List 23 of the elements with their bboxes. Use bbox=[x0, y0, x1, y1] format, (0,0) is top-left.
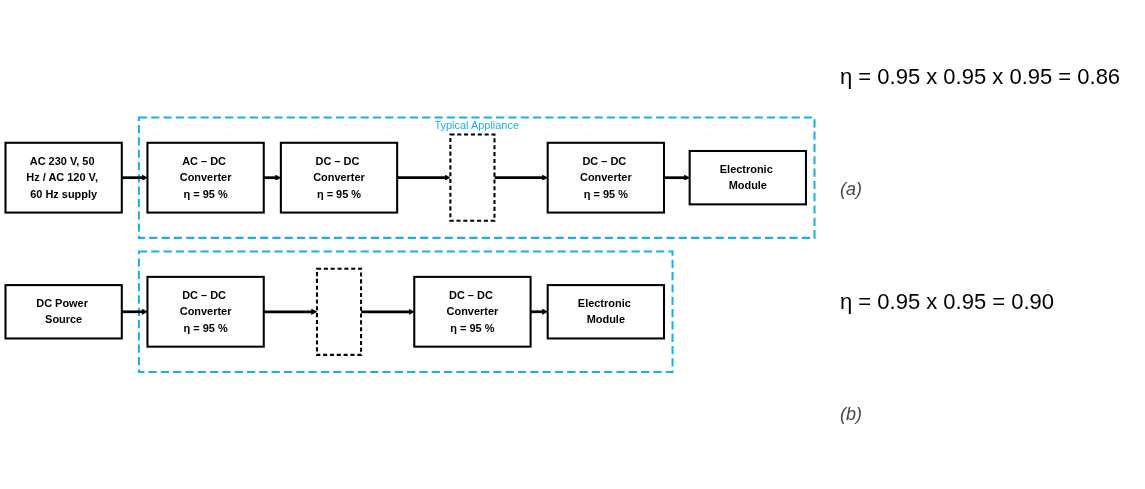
node-box: DC Power Source bbox=[4, 283, 123, 340]
arrow bbox=[494, 174, 548, 181]
node-box bbox=[449, 133, 496, 222]
node-box: Electronic Module bbox=[688, 149, 807, 206]
cluster bbox=[137, 250, 674, 373]
efficiency-equation: η = 0.95 x 0.95 x 0.95 = 0.86 bbox=[840, 64, 1122, 91]
efficiency-equation: η = 0.95 x 0.95 = 0.90 bbox=[840, 288, 1056, 315]
node-box bbox=[315, 267, 363, 356]
figure-caption: (b) bbox=[840, 403, 863, 425]
node-box: DC – DC Converter η = 95 % bbox=[146, 275, 265, 348]
arrow bbox=[397, 174, 451, 181]
node-box: DC – DC Converter η = 95 % bbox=[279, 141, 399, 214]
node-box: AC – DC Converter η = 95 % bbox=[146, 141, 265, 214]
node-box: AC 230 V, 50 Hz / AC 120 V, 60 Hz supply bbox=[4, 141, 123, 214]
arrow bbox=[121, 308, 148, 315]
figure-caption: (a) bbox=[840, 179, 863, 201]
arrow bbox=[121, 174, 148, 181]
arrow bbox=[530, 308, 548, 315]
arrow bbox=[664, 174, 690, 181]
node-box: DC – DC Converter η = 95 % bbox=[546, 141, 665, 214]
arrow bbox=[361, 308, 415, 315]
node-box: Electronic Module bbox=[546, 283, 665, 340]
node-box: DC – DC Converter η = 95 % bbox=[413, 275, 532, 348]
